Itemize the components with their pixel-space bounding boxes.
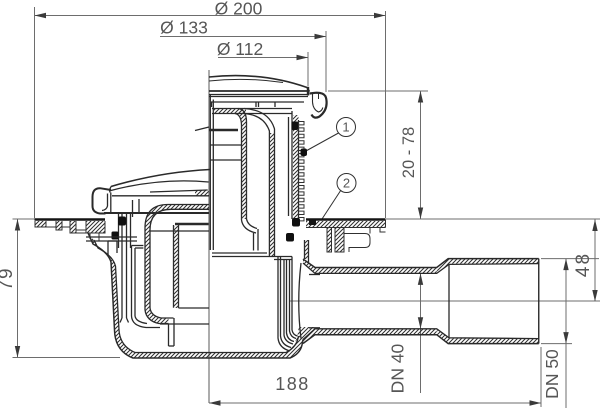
svg-text:Ø 133: Ø 133 xyxy=(160,18,208,38)
svg-text:20 - 78: 20 - 78 xyxy=(400,127,418,178)
svg-text:Ø 200: Ø 200 xyxy=(215,0,263,19)
svg-text:Ø 112: Ø 112 xyxy=(217,39,263,59)
svg-text:79: 79 xyxy=(0,267,17,290)
svg-text:DN 50: DN 50 xyxy=(542,349,562,399)
svg-text:DN 40: DN 40 xyxy=(388,343,408,393)
svg-text:1: 1 xyxy=(342,120,349,135)
svg-text:188: 188 xyxy=(275,374,310,394)
svg-text:48: 48 xyxy=(573,252,594,277)
svg-text:2: 2 xyxy=(343,176,350,191)
